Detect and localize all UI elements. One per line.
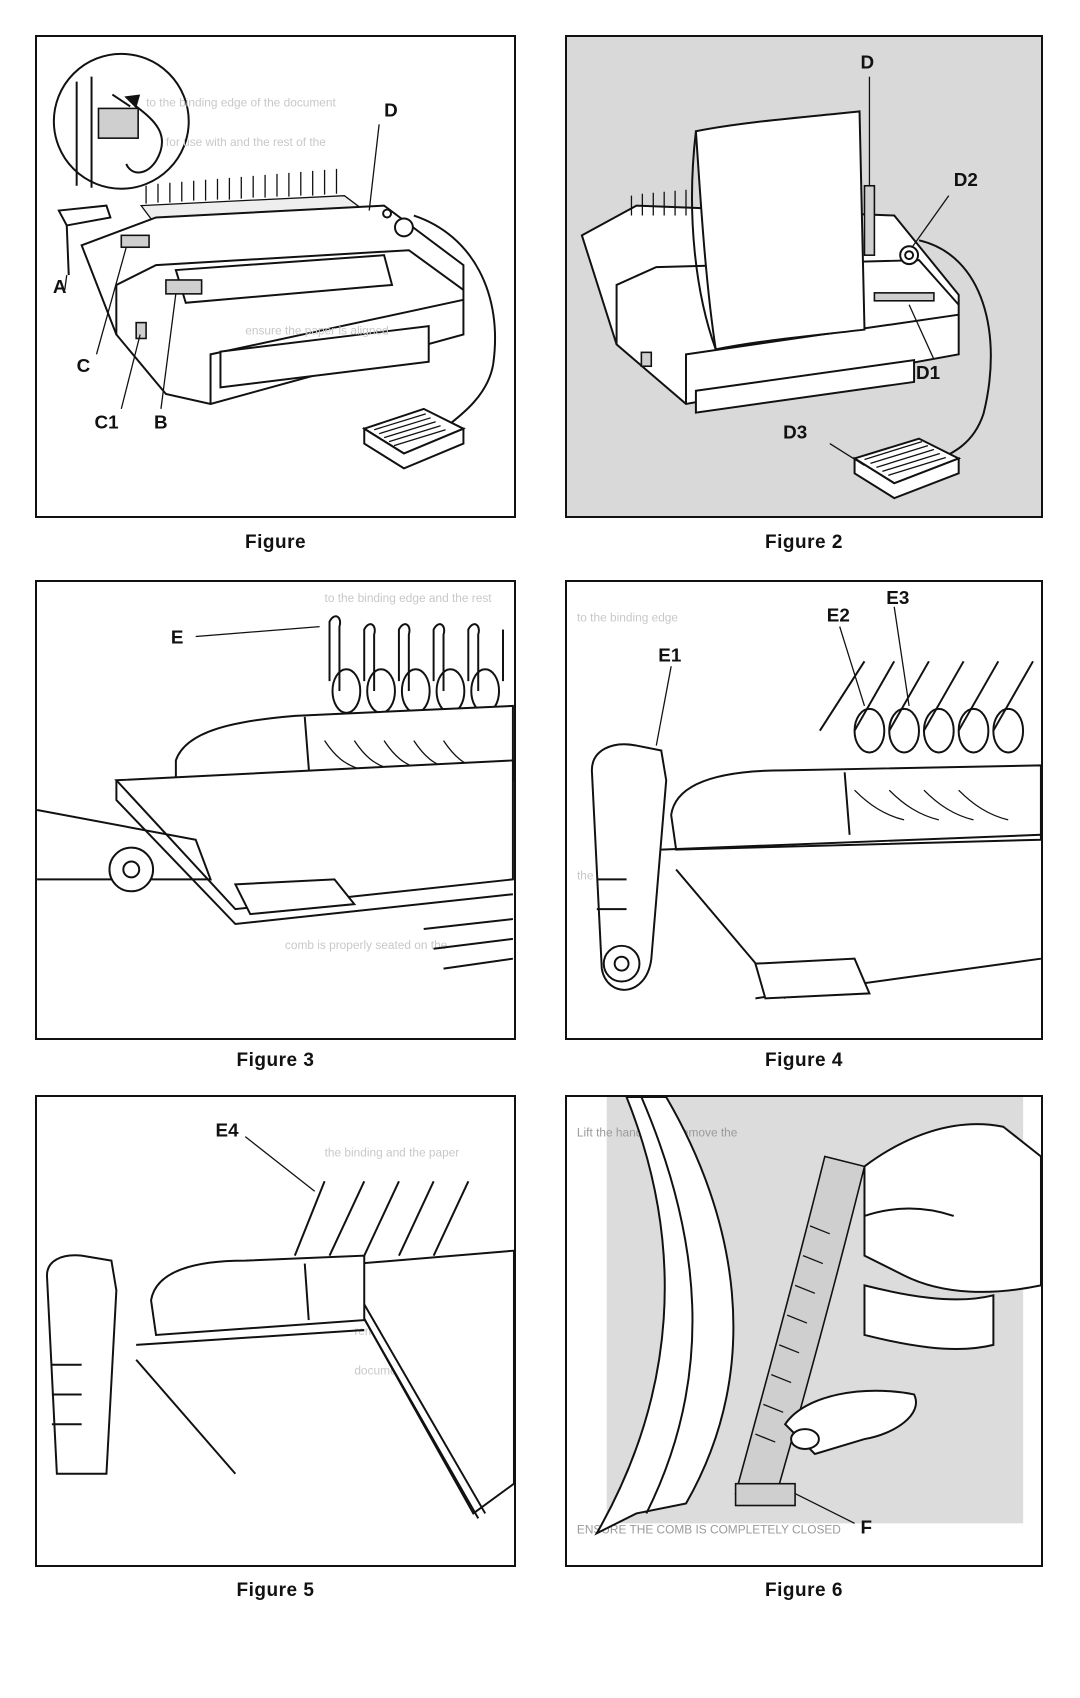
figure-2-caption: Figure 2 <box>765 532 843 553</box>
figure-1-label-b: B <box>154 412 168 433</box>
figure-2-label-d: D <box>861 52 875 73</box>
svg-text:ENSURE THE COMB IS COMPLETELY: ENSURE THE COMB IS COMPLETELY CLOSED <box>577 1522 841 1536</box>
svg-text:to the binding edge of the doc: to the binding edge of the document <box>146 95 336 109</box>
figure-3-label-e: E <box>171 626 184 647</box>
figure-5-label-e4: E4 <box>216 1120 240 1141</box>
figure-6-illustration: Lift the handle and remove the ENSURE TH… <box>577 1097 1041 1537</box>
figure-2-label-d1: D1 <box>916 362 940 383</box>
svg-text:to the binding edge: to the binding edge <box>577 611 678 625</box>
figure-2-illustration: D D2 D1 D3 <box>580 52 992 500</box>
svg-text:to the binding edge and the re: to the binding edge and the rest <box>325 591 493 605</box>
figure-1-illustration: to the binding edge of the document for … <box>53 52 497 470</box>
figure-1-panel: to the binding edge of the document for … <box>35 35 516 518</box>
figure-4-label-e3: E3 <box>886 587 909 608</box>
svg-text:for use with and the rest of t: for use with and the rest of the <box>166 135 326 149</box>
figure-3-panel: to the binding edge and the rest the mac… <box>35 580 516 1040</box>
figure-3-illustration: to the binding edge and the rest the mac… <box>37 591 514 970</box>
svg-text:comb is properly seated on the: comb is properly seated on the <box>285 938 448 952</box>
figure-6-label-f: F <box>861 1516 873 1537</box>
svg-text:the binding and the paper: the binding and the paper <box>325 1145 460 1159</box>
svg-text:ensure the paper is aligned: ensure the paper is aligned <box>245 324 388 338</box>
figure-4-label-e2: E2 <box>827 605 850 626</box>
figure-5-panel: the binding and the paper removing the f… <box>35 1095 516 1567</box>
figure-1-label-d: D <box>384 99 398 120</box>
figure-5-caption: Figure 5 <box>236 1580 315 1601</box>
figure-4-label-e1: E1 <box>658 644 681 665</box>
figure-1-label-a: A <box>53 276 67 297</box>
figure-4-illustration: to the binding edge the comb spine <box>577 587 1041 1000</box>
figure-1-label-c1: C1 <box>95 412 119 433</box>
figure-2-label-d2: D2 <box>954 169 978 190</box>
figure-2-panel: D D2 D1 D3 <box>565 35 1043 518</box>
figure-2-label-d3: D3 <box>783 422 807 443</box>
figure-4-panel: to the binding edge the comb spine <box>565 580 1043 1040</box>
figure-4-caption: Figure 4 <box>765 1050 843 1071</box>
figure-1-label-c: C <box>77 355 91 376</box>
figure-5-illustration: the binding and the paper removing the f… <box>45 1120 514 1519</box>
figure-6-caption: Figure 6 <box>765 1580 843 1601</box>
figure-1-caption: Figure <box>244 532 307 553</box>
figure-6-panel: Lift the handle and remove the ENSURE TH… <box>565 1095 1043 1567</box>
figure-3-caption: Figure 3 <box>236 1050 315 1071</box>
